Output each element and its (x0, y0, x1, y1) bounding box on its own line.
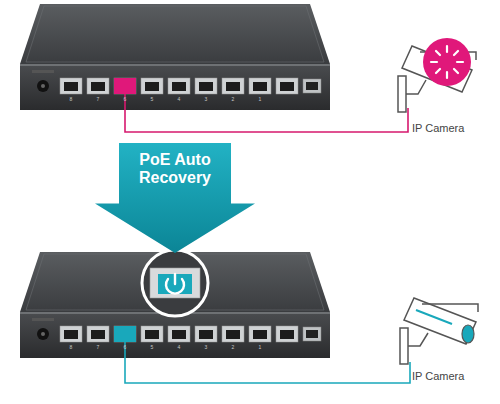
poe-cable (125, 342, 410, 383)
device-label: IP Camera (412, 370, 464, 382)
ip-camera-ok (400, 298, 478, 364)
arrow-caption: PoE Auto Recovery (122, 151, 228, 187)
fault-port (114, 78, 136, 94)
port-number: 1 (259, 344, 262, 350)
port-number: 4 (178, 96, 181, 102)
port-number: 5 (151, 96, 154, 102)
port-number: 1 (259, 96, 262, 102)
port-number: 2 (232, 344, 235, 350)
switch-top (20, 4, 330, 110)
port-number: 4 (178, 344, 181, 350)
port-number: 8 (70, 344, 73, 350)
arrow-fill (95, 143, 255, 253)
port-number: 7 (97, 344, 100, 350)
recovery-arrow: PoE Auto Recovery (95, 143, 255, 253)
port-number: 3 (205, 344, 208, 350)
port-number: 5 (151, 344, 154, 350)
recovery-zoom (142, 250, 208, 316)
port-number: 2 (232, 96, 235, 102)
port-number: 6 (124, 344, 127, 350)
recovered-port (114, 326, 136, 342)
poe-cable (125, 94, 408, 132)
port-number: 7 (97, 96, 100, 102)
ip-camera-fault (398, 38, 476, 112)
port-number: 3 (205, 96, 208, 102)
device-label: IP Camera (412, 122, 464, 134)
port-number: 8 (70, 96, 73, 102)
port-number: 6 (124, 96, 127, 102)
